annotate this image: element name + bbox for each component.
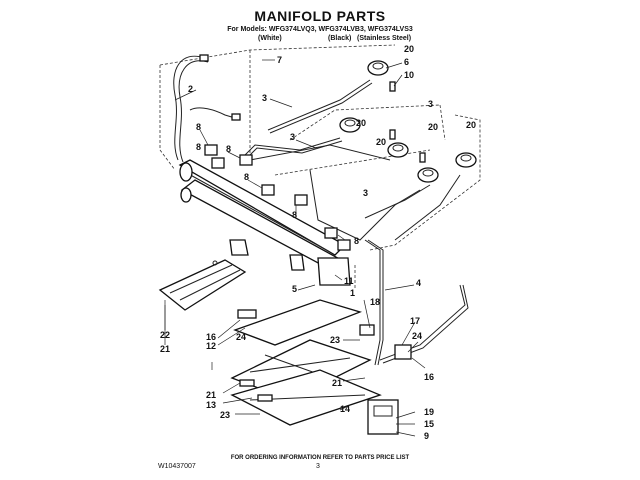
callout-19: 19: [424, 407, 434, 417]
callout-8: 8: [354, 236, 359, 246]
callout-20: 20: [404, 44, 414, 54]
callout-10: 10: [404, 70, 414, 80]
callout-3: 3: [262, 93, 267, 103]
callout-15: 15: [424, 419, 434, 429]
callout-2: 2: [188, 84, 193, 94]
callout-20: 20: [376, 137, 386, 147]
callout-8: 8: [244, 172, 249, 182]
callout-21: 21: [332, 378, 342, 388]
cooktop-outline: [159, 44, 481, 290]
callout-5: 5: [292, 284, 297, 294]
callout-7: 7: [277, 55, 282, 65]
callout-23: 23: [330, 335, 340, 345]
callout-20: 20: [466, 120, 476, 130]
callout-11: 11: [344, 276, 354, 286]
manifold-pipe: [178, 159, 347, 273]
finish-stainless-label: (Stainless Steel): [357, 35, 412, 42]
callout-8: 8: [292, 210, 297, 220]
callout-4: 4: [416, 278, 421, 288]
callout-21: 21: [160, 344, 170, 354]
regulator: [359, 324, 412, 435]
callout-3: 3: [363, 188, 368, 198]
callout-6: 6: [404, 57, 409, 67]
callout-24: 24: [236, 332, 246, 342]
page-number: 3: [316, 463, 320, 470]
callout-17: 17: [410, 316, 420, 326]
callout-23: 23: [220, 410, 230, 420]
leader-lines: [164, 59, 426, 437]
callout-3: 3: [290, 132, 295, 142]
finish-white-label: (White): [258, 35, 282, 42]
callout-21: 21: [206, 390, 216, 400]
callout-12: 12: [206, 341, 216, 351]
callout-20: 20: [428, 122, 438, 132]
callout-9: 9: [424, 431, 429, 441]
document-number: W10437007: [158, 463, 196, 470]
ordering-note: FOR ORDERING INFORMATION REFER TO PARTS …: [230, 455, 410, 461]
callout-labels: 7 2 3 3 3 3 20 6 10 20 20 20 20 8 8 8 8 …: [160, 44, 476, 441]
gas-line: [364, 239, 469, 366]
wire-harness: [173, 54, 241, 163]
callout-24: 24: [412, 331, 422, 341]
model-list: For Models: WFG374LVQ3, WFG374LVB3, WFG3…: [227, 26, 413, 33]
manifold-valves: [204, 144, 351, 286]
callout-22: 22: [160, 330, 170, 340]
oven-burner-assembly: [230, 299, 382, 426]
callout-16: 16: [206, 332, 216, 342]
heat-shield: [158, 259, 247, 311]
callout-8: 8: [196, 142, 201, 152]
callout-1: 1: [350, 288, 355, 298]
callout-20: 20: [356, 118, 366, 128]
page-title: MANIFOLD PARTS: [254, 8, 386, 24]
callout-8: 8: [226, 144, 231, 154]
surface-burner-orifices: [339, 60, 477, 183]
finish-black-label: (Black): [328, 35, 352, 42]
callout-3: 3: [428, 99, 433, 109]
callout-8: 8: [196, 122, 201, 132]
callout-14: 14: [340, 404, 350, 414]
callout-18: 18: [370, 297, 380, 307]
callout-16: 16: [424, 372, 434, 382]
callout-13: 13: [206, 400, 216, 410]
